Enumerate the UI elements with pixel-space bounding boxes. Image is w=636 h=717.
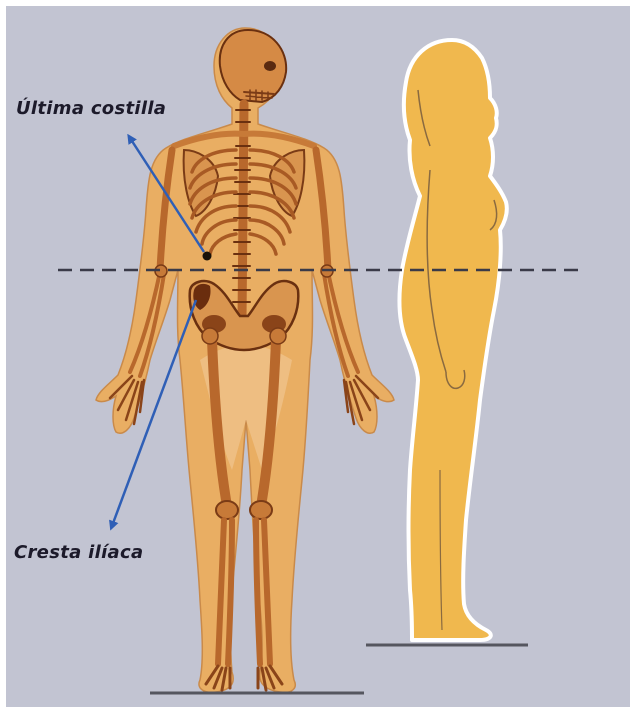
label-cresta-iliaca: Cresta ilíaca <box>14 542 143 563</box>
label-ultima-costilla: Última costilla <box>16 98 166 119</box>
rib-marker-dot <box>203 252 212 261</box>
